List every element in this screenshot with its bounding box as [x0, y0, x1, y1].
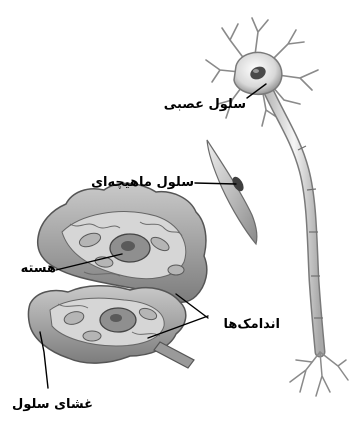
label-nucleus: هسته: [21, 262, 56, 275]
nerve-cell: [206, 18, 348, 396]
label-nerve-cell: سلول عصبی: [164, 98, 246, 111]
pointer-muscle-cell: [195, 183, 236, 184]
muscle-cell: [207, 140, 257, 244]
label-muscle-cell: سلول ماهیچه‌ای: [91, 176, 194, 189]
label-organelles: اندامک‌ها: [223, 318, 280, 331]
label-cell-membrane: غشای سلول: [12, 398, 93, 411]
